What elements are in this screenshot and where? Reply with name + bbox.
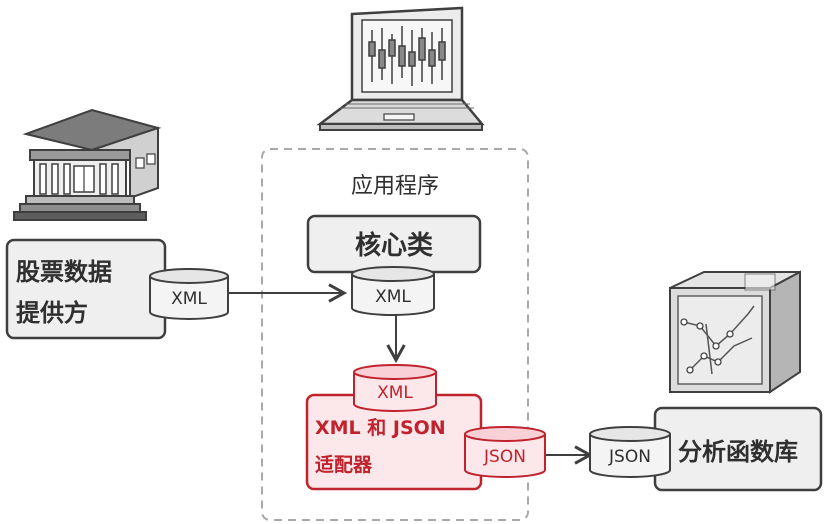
- adapter-json-cylinder: JSON: [464, 426, 546, 478]
- provider-xml-label: XML: [171, 289, 207, 309]
- package-chart-icon: [669, 270, 801, 394]
- analytics-json-label: JSON: [608, 447, 651, 467]
- stock-provider-line2: 提供方: [16, 299, 88, 327]
- core-xml-cylinder: XML: [351, 266, 435, 316]
- analytics-json-cylinder: JSON: [589, 426, 671, 478]
- core-xml-label: XML: [375, 287, 411, 307]
- adapter-json-label: JSON: [483, 447, 526, 467]
- application-container: [261, 148, 529, 521]
- laptop-icon: [316, 6, 485, 131]
- provider-xml-cylinder: XML: [149, 268, 229, 320]
- adapter-xml-cylinder: XML: [353, 364, 437, 412]
- core-class-label: 核心类: [355, 230, 433, 261]
- analytics-library-label: 分析函数库: [678, 438, 798, 466]
- bank-building-icon: [13, 108, 162, 221]
- container-label: 应用程序: [351, 174, 439, 199]
- stock-provider-line1: 股票数据: [16, 258, 112, 286]
- adapter-line2: 适配器: [315, 454, 373, 476]
- adapter-line1: XML 和 JSON: [315, 416, 446, 439]
- adapter-xml-label: XML: [377, 383, 413, 403]
